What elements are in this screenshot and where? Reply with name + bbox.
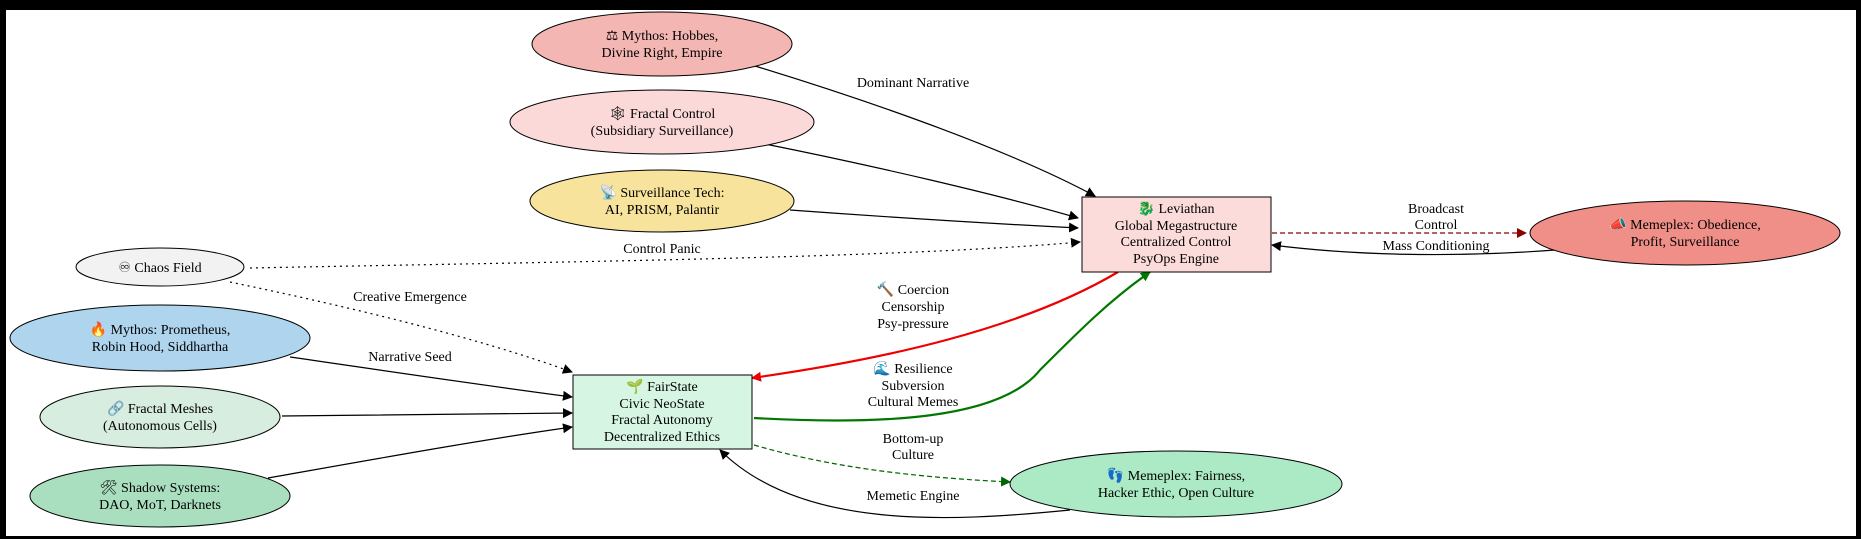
- edge-label-resilience-1: 🌊 Resilience: [873, 360, 952, 377]
- node-label: 📣 Memeplex: Obedience,: [1609, 216, 1761, 233]
- node-shape: [39, 385, 281, 449]
- edge-leviathan-to-fairstate-coercion: [751, 271, 1119, 382]
- node-fractal-control[interactable]: 🕸 Fractal Control (Subsidiary Surveillan…: [509, 89, 815, 155]
- edge-surveillance-to-leviathan: [789, 209, 1079, 233]
- node-label: 📡 Surveillance Tech:: [599, 183, 724, 201]
- node-label: PsyOps Engine: [1133, 252, 1219, 267]
- node-shape: [529, 169, 795, 233]
- edge-label-coercion-1: 🔨 Coercion: [877, 281, 949, 298]
- edge-label-coercion-3: Psy-pressure: [877, 317, 949, 332]
- node-label: ⚖ Mythos: Hobbes,: [606, 29, 719, 44]
- edge-label-bottomup-1: Bottom-up: [883, 432, 944, 447]
- edge-label-creative-emergence: Creative Emergence: [353, 290, 467, 305]
- edge-hobbes-to-leviathan: [754, 65, 1096, 197]
- node-shape: [1009, 450, 1343, 518]
- node-label: Centralized Control: [1121, 235, 1232, 250]
- edge-label-resilience-2: Subversion: [882, 379, 945, 394]
- edge-prometheus-to-fairstate: [289, 356, 573, 401]
- node-mythos-prometheus[interactable]: 🔥 Mythos: Prometheus, Robin Hood, Siddha…: [9, 304, 311, 372]
- node-label: 👣 Memeplex: Fairness,: [1107, 466, 1245, 484]
- node-label: AI, PRISM, Palantir: [605, 203, 720, 218]
- edge-memeplex-obedience-to-leviathan: [1271, 241, 1556, 256]
- node-label: Fractal Autonomy: [611, 413, 713, 428]
- edge-label-memetic-engine: Memetic Engine: [867, 489, 960, 504]
- node-label: Divine Right, Empire: [602, 46, 723, 61]
- node-shape: [531, 11, 793, 77]
- node-memeplex-fairness[interactable]: 👣 Memeplex: Fairness, Hacker Ethic, Open…: [1009, 450, 1343, 518]
- node-label: (Autonomous Cells): [103, 419, 217, 434]
- edge-label-broadcast-1: Broadcast: [1408, 202, 1464, 217]
- node-memeplex-obedience[interactable]: 📣 Memeplex: Obedience, Profit, Surveilla…: [1529, 200, 1841, 266]
- edge-memeplex-fair-to-fairstate: [719, 449, 1071, 519]
- edge-labels: Dominant Narrative Control Panic Creativ…: [353, 76, 1489, 504]
- edge-label-mass-conditioning: Mass Conditioning: [1383, 239, 1490, 254]
- node-label: 🌱 FairState: [626, 378, 697, 395]
- node-fairstate[interactable]: 🌱 FairState Civic NeoState Fractal Auton…: [572, 374, 753, 450]
- edge-label-resilience-3: Cultural Memes: [868, 395, 959, 410]
- node-shape: [509, 89, 815, 155]
- edge-fractal-control-to-leviathan: [764, 143, 1079, 221]
- node-leviathan[interactable]: 🐉 Leviathan Global Megastructure Central…: [1081, 196, 1272, 273]
- edge-label-coercion-2: Censorship: [882, 300, 945, 315]
- node-shape: [75, 247, 245, 287]
- node-shadow-systems[interactable]: 🛠 Shadow Systems: DAO, MoT, Darknets: [29, 464, 291, 528]
- node-shape: [1529, 200, 1841, 266]
- edge-meshes-to-fairstate: [281, 408, 573, 419]
- node-shape: [9, 304, 311, 372]
- node-surveillance-tech[interactable]: 📡 Surveillance Tech: AI, PRISM, Palantir: [529, 169, 795, 233]
- edge-label-control-panic: Control Panic: [623, 242, 700, 257]
- node-shape: [572, 374, 753, 450]
- node-label: Global Megastructure: [1115, 219, 1237, 234]
- node-shape: [29, 464, 291, 528]
- node-label: DAO, MoT, Darknets: [99, 498, 221, 513]
- diagram-background: [6, 10, 1856, 536]
- node-mythos-hobbes[interactable]: ⚖ Mythos: Hobbes, Divine Right, Empire: [531, 11, 793, 77]
- node-label: 🔥 Mythos: Prometheus,: [90, 321, 231, 338]
- node-fractal-meshes[interactable]: 🔗 Fractal Meshes (Autonomous Cells): [39, 385, 281, 449]
- node-label: (Subsidiary Surveillance): [591, 124, 734, 139]
- node-label: 🛠 Shadow Systems:: [100, 480, 220, 496]
- node-label: Robin Hood, Siddhartha: [92, 340, 229, 355]
- edge-label-bottomup-2: Culture: [892, 448, 934, 463]
- node-label: 🔗 Fractal Meshes: [107, 399, 213, 417]
- node-shape: [1081, 196, 1272, 273]
- edges: [229, 65, 1556, 519]
- edge-fairstate-to-leviathan-resilience: [753, 271, 1151, 422]
- edge-shadow-to-fairstate: [267, 423, 573, 479]
- edge-label-narrative-seed: Narrative Seed: [368, 350, 452, 365]
- edge-label-broadcast-2: Control: [1415, 218, 1458, 233]
- node-label: Profit, Surveillance: [1631, 235, 1740, 250]
- node-label: 🐉 Leviathan: [1138, 200, 1215, 217]
- edge-label-dominant-narrative: Dominant Narrative: [857, 76, 969, 91]
- node-chaos-field[interactable]: ♾ Chaos Field: [75, 247, 245, 287]
- node-label: Civic NeoState: [619, 397, 704, 412]
- node-label: Hacker Ethic, Open Culture: [1098, 486, 1254, 501]
- node-label: ♾ Chaos Field: [118, 261, 201, 276]
- edge-fairstate-to-memeplex-fair: [753, 444, 1011, 487]
- node-label: 🕸 Fractal Control: [609, 106, 716, 122]
- node-label: Decentralized Ethics: [604, 430, 720, 445]
